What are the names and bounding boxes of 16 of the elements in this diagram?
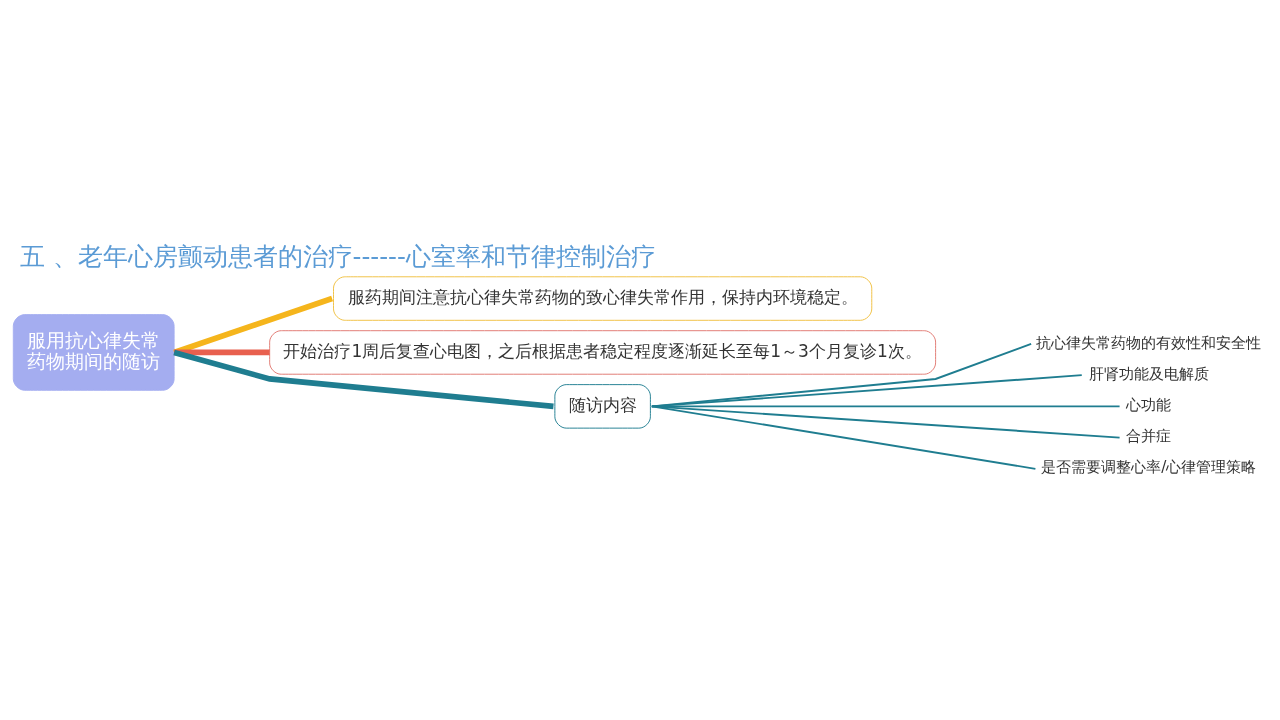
node-box: 开始治疗1周后复查心电图，之后根据患者稳定程度逐渐延长至每1～3个月复诊1次。 bbox=[269, 329, 937, 375]
connector bbox=[173, 295, 333, 355]
connector bbox=[650, 404, 1037, 470]
connector bbox=[650, 404, 1121, 407]
connector bbox=[650, 404, 1121, 439]
node-box: 随访内容 bbox=[554, 383, 651, 429]
node-text: 抗心律失常药物的有效性和安全性 bbox=[1036, 333, 1262, 352]
node-box: 服用抗心律失常药物期间的随访 bbox=[12, 313, 175, 391]
node-text: 心功能 bbox=[1126, 395, 1172, 414]
node-text: 是否需要调整心率/心律管理策略 bbox=[1041, 457, 1257, 476]
node-text: 肝肾功能及电解质 bbox=[1088, 364, 1209, 383]
diagram-title: 五 、老年心房颤动患者的治疗------心室率和节律控制治疗 bbox=[19, 241, 656, 271]
connector bbox=[174, 349, 270, 355]
connector bbox=[173, 349, 554, 409]
node-box: 服药期间注意抗心律失常药物的致心律失常作用，保持内环境稳定。 bbox=[333, 275, 873, 321]
node-text: 合并症 bbox=[1126, 426, 1172, 445]
